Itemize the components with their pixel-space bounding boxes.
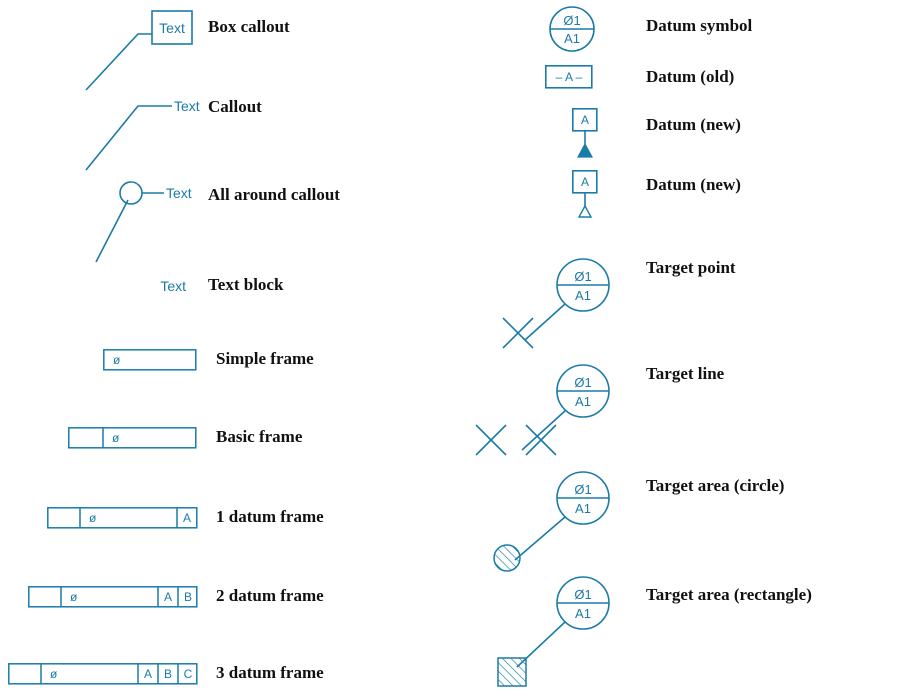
label-box-callout: Box callout [208, 17, 290, 36]
target-cross-right-icon [525, 424, 557, 456]
target-line-top-text: Ø1 [574, 375, 591, 390]
label-two-datum-frame: 2 datum frame [216, 586, 324, 605]
callout-text: Text [174, 98, 200, 114]
datum-symbol-bottom-text: A1 [564, 31, 580, 46]
simple-frame-symbol: ø [103, 349, 197, 371]
two-datum-frame-symbol: ø A B [28, 586, 198, 608]
three-datum-frame-symbol: ø A B C [8, 663, 198, 685]
target-point-top-text: Ø1 [574, 269, 591, 284]
text-block-text: Text [160, 278, 186, 294]
label-callout: Callout [208, 97, 262, 116]
label-datum-new-hollow: Datum (new) [646, 175, 741, 194]
two-datum-frame-cell-2: A [164, 590, 172, 604]
target-line-bottom-text: A1 [575, 394, 591, 409]
datum-old-symbol: – A – [545, 65, 593, 89]
three-datum-frame-cell-3: B [164, 667, 172, 681]
label-target-line: Target line [646, 364, 725, 383]
simple-frame-cell-0: ø [113, 353, 121, 367]
basic-frame-symbol: ø [68, 427, 197, 449]
one-datum-frame-cell-2: A [183, 511, 191, 525]
callout-symbol: Text [76, 96, 206, 176]
target-cross-left-icon [475, 424, 507, 456]
datum-new-filled-symbol: A [568, 108, 604, 160]
label-datum-old: Datum (old) [646, 67, 735, 86]
label-one-datum-frame: 1 datum frame [216, 507, 324, 526]
hollow-triangle-icon [577, 204, 593, 218]
label-basic-frame: Basic frame [216, 427, 303, 446]
three-datum-frame-cell-1: ø [50, 667, 58, 681]
label-all-around-callout: All around callout [208, 185, 340, 204]
filled-triangle-icon [576, 142, 594, 158]
target-area-rect-bottom-text: A1 [575, 606, 591, 621]
target-area-rect-top-text: Ø1 [574, 587, 591, 602]
target-area-circle-bottom-text: A1 [575, 501, 591, 516]
datum-new-filled-text: A [581, 113, 589, 127]
label-simple-frame: Simple frame [216, 349, 314, 368]
three-datum-frame-cell-4: C [184, 667, 193, 681]
datum-symbol: Ø1 A1 [547, 4, 597, 54]
datum-new-hollow-symbol: A [568, 170, 604, 222]
box-callout-text: Text [159, 20, 185, 36]
datum-old-text: – A – [556, 70, 583, 84]
hatched-circle-icon [493, 544, 521, 572]
three-datum-frame-cell-2: A [144, 667, 152, 681]
label-target-area-rectangle: Target area (rectangle) [646, 585, 812, 604]
two-datum-frame-cell-1: ø [70, 590, 78, 604]
box-callout-symbol: Text [76, 6, 206, 96]
all-around-callout-text: Text [166, 185, 192, 201]
all-around-callout-symbol: Text [76, 178, 216, 268]
target-point-bottom-text: A1 [575, 288, 591, 303]
text-block-symbol: Text [150, 275, 210, 299]
basic-frame-cell-1: ø [112, 431, 120, 445]
label-datum-new-filled: Datum (new) [646, 115, 741, 134]
target-point-symbol: Ø1 A1 [495, 252, 615, 352]
target-area-circle-symbol: Ø1 A1 [490, 465, 615, 580]
target-line-symbol: Ø1 A1 [470, 358, 615, 463]
hatched-rectangle-icon [497, 657, 527, 687]
label-text-block: Text block [208, 275, 284, 294]
one-datum-frame-cell-1: ø [89, 511, 97, 525]
label-three-datum-frame: 3 datum frame [216, 663, 324, 682]
datum-new-hollow-text: A [581, 175, 589, 189]
target-area-rectangle-symbol: Ø1 A1 [490, 570, 615, 695]
all-around-circle-icon [119, 181, 143, 205]
label-target-area-circle: Target area (circle) [646, 476, 785, 495]
two-datum-frame-cell-3: B [184, 590, 192, 604]
target-cross-icon [502, 317, 534, 349]
target-area-circle-top-text: Ø1 [574, 482, 591, 497]
one-datum-frame-symbol: ø A [47, 507, 198, 529]
label-datum-symbol: Datum symbol [646, 16, 753, 35]
datum-symbol-top-text: Ø1 [563, 13, 580, 28]
label-target-point: Target point [646, 258, 736, 277]
